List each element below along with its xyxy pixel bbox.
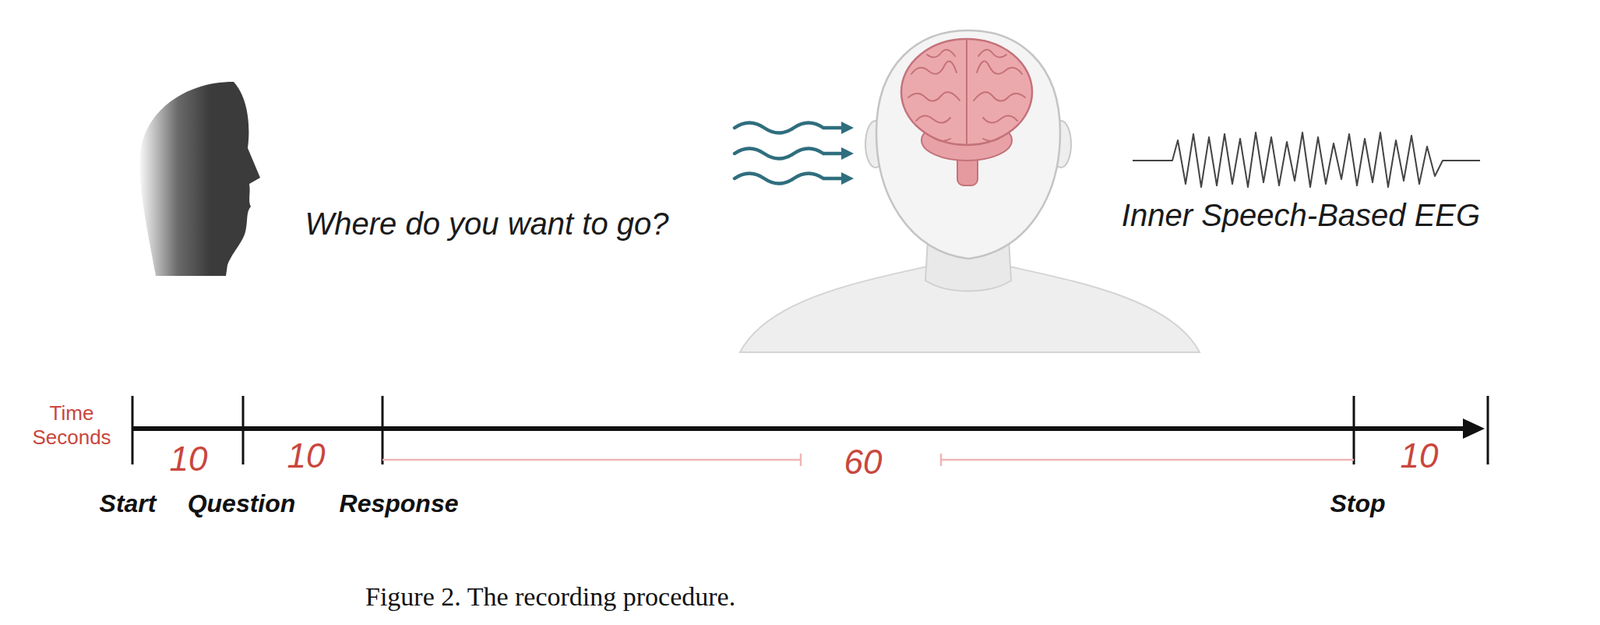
speaker-silhouette xyxy=(140,81,261,276)
sound-waves xyxy=(734,123,843,184)
phase-label: Start xyxy=(99,489,157,519)
phase-label: Question xyxy=(187,489,297,519)
duration-number: 60 xyxy=(844,442,883,483)
duration-number: 10 xyxy=(169,439,208,480)
listener-head xyxy=(740,30,1200,353)
timeline xyxy=(132,395,1488,466)
duration-number: 10 xyxy=(1400,436,1439,476)
question-text: Where do you want to go? xyxy=(305,205,670,242)
wave-arrowheads xyxy=(841,121,854,185)
duration-number: 10 xyxy=(287,436,326,476)
phase-label: Stop xyxy=(1329,489,1386,519)
signal-title: Inner Speech-Based EEG xyxy=(1121,197,1481,233)
eeg-trace xyxy=(1132,132,1481,187)
phase-label: Response xyxy=(339,489,459,519)
axis-unit: Time Seconds xyxy=(25,401,118,450)
figure-caption: Figure 2. The recording procedure. xyxy=(365,581,736,612)
brain xyxy=(901,38,1033,186)
